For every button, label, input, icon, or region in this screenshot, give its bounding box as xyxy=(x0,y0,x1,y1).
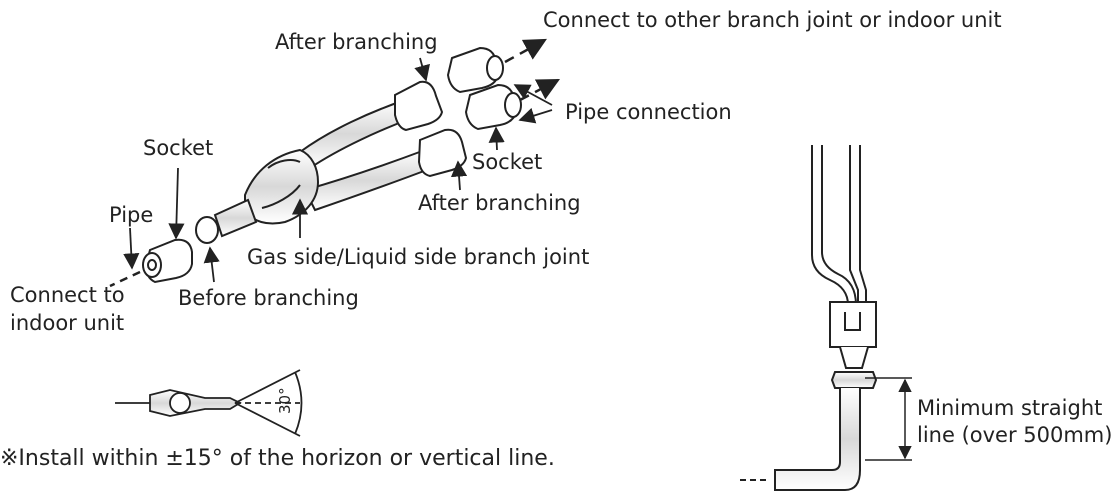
label-after-branching-bottom: After branching xyxy=(418,191,581,215)
upper-right-socket xyxy=(446,46,500,94)
label-min-straight-line2: line (over 500mm) xyxy=(917,423,1113,447)
lower-right-socket xyxy=(464,83,518,131)
label-socket-left: Socket xyxy=(143,136,214,160)
label-pipe-connection: Pipe connection xyxy=(565,100,732,124)
label-min-straight-line1: Minimum straight xyxy=(917,396,1103,420)
joint-neck xyxy=(213,198,258,238)
branch-joint-drawing xyxy=(142,46,522,284)
label-branch-joint: Gas side/Liquid side branch joint xyxy=(247,245,590,269)
label-connect-indoor-line2: indoor unit xyxy=(10,311,125,335)
before-branching-socket xyxy=(195,216,219,244)
label-connect-indoor-line1: Connect to xyxy=(10,283,125,307)
label-before-branching: Before branching xyxy=(178,286,359,310)
label-socket-right: Socket xyxy=(472,150,543,174)
angle-label: 30° xyxy=(276,387,294,414)
angle-diagram xyxy=(115,369,303,437)
label-after-branching-top: After branching xyxy=(275,30,438,54)
upper-branch-socket xyxy=(394,80,444,132)
leader-arrows xyxy=(123,57,553,283)
label-connect-other: Connect to other branch joint or indoor … xyxy=(543,8,1002,32)
install-note: ※Install within ±15° of the horizon or v… xyxy=(0,446,555,471)
vertical-joint-drawing xyxy=(740,145,912,491)
label-pipe: Pipe xyxy=(109,203,154,227)
